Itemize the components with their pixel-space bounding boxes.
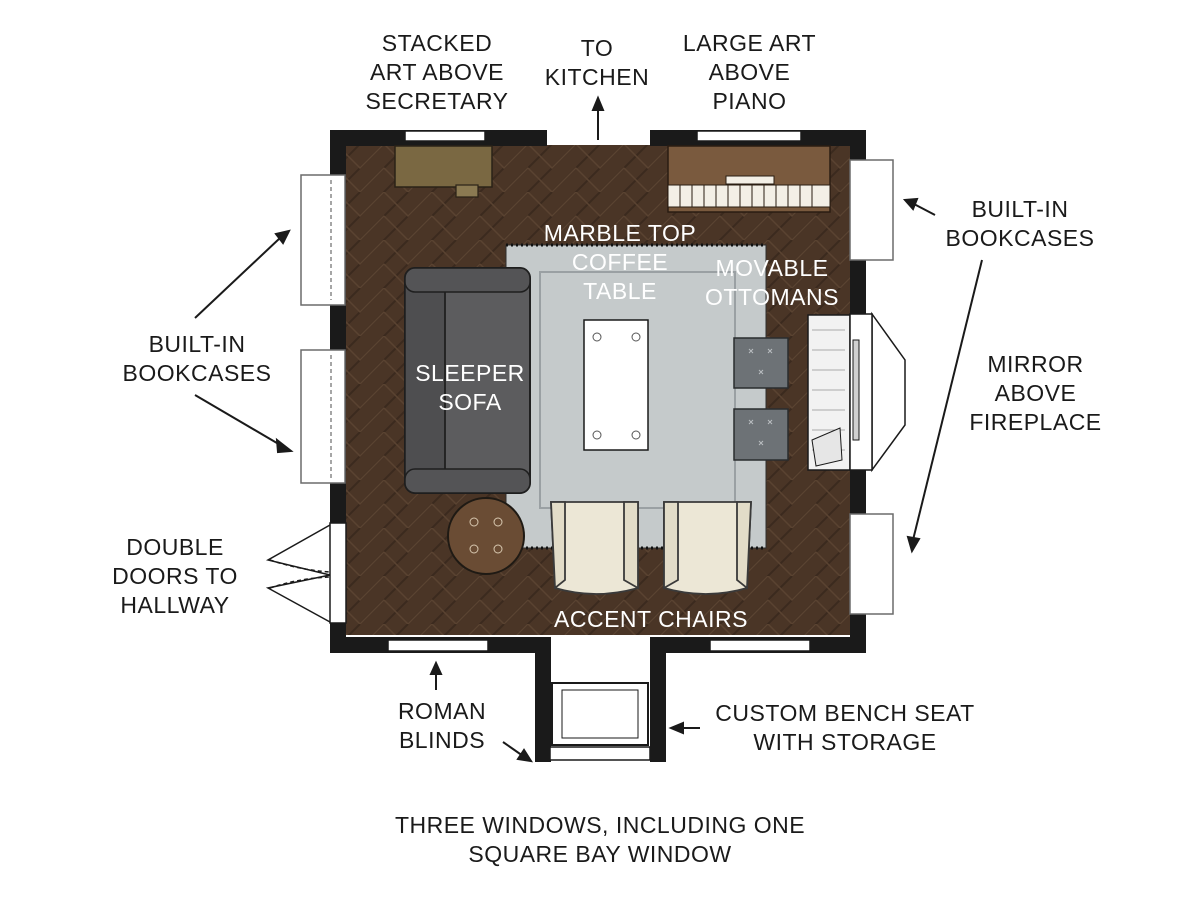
window-top-left (404, 130, 486, 142)
bookcase-right-lower (849, 513, 894, 615)
bookcase-left-upper (300, 174, 346, 306)
window-bay (549, 746, 651, 761)
window-bottom-right (709, 639, 811, 652)
side-table (447, 497, 525, 575)
ottoman-2 (733, 408, 789, 461)
double-doors (265, 522, 347, 624)
bookcases (300, 159, 894, 615)
windows (387, 130, 811, 761)
label-accent-chairs: ACCENT CHAIRS (554, 606, 748, 632)
bench-seat (551, 682, 649, 746)
accent-chair-right (663, 501, 752, 595)
arrows (194, 95, 983, 763)
ottoman-1 (733, 337, 789, 389)
bookcase-right-upper (849, 159, 894, 261)
fireplace (807, 311, 906, 473)
accent-chairs (550, 501, 752, 595)
accent-chair-left (550, 501, 639, 595)
sleeper-sofa (404, 267, 531, 494)
window-top-right (696, 130, 802, 142)
window-bottom-left (387, 639, 489, 652)
secretary-desk (394, 145, 493, 198)
ottomans (733, 337, 789, 461)
coffee-table (583, 319, 649, 451)
piano (667, 145, 831, 213)
bookcase-left-lower (300, 349, 346, 484)
